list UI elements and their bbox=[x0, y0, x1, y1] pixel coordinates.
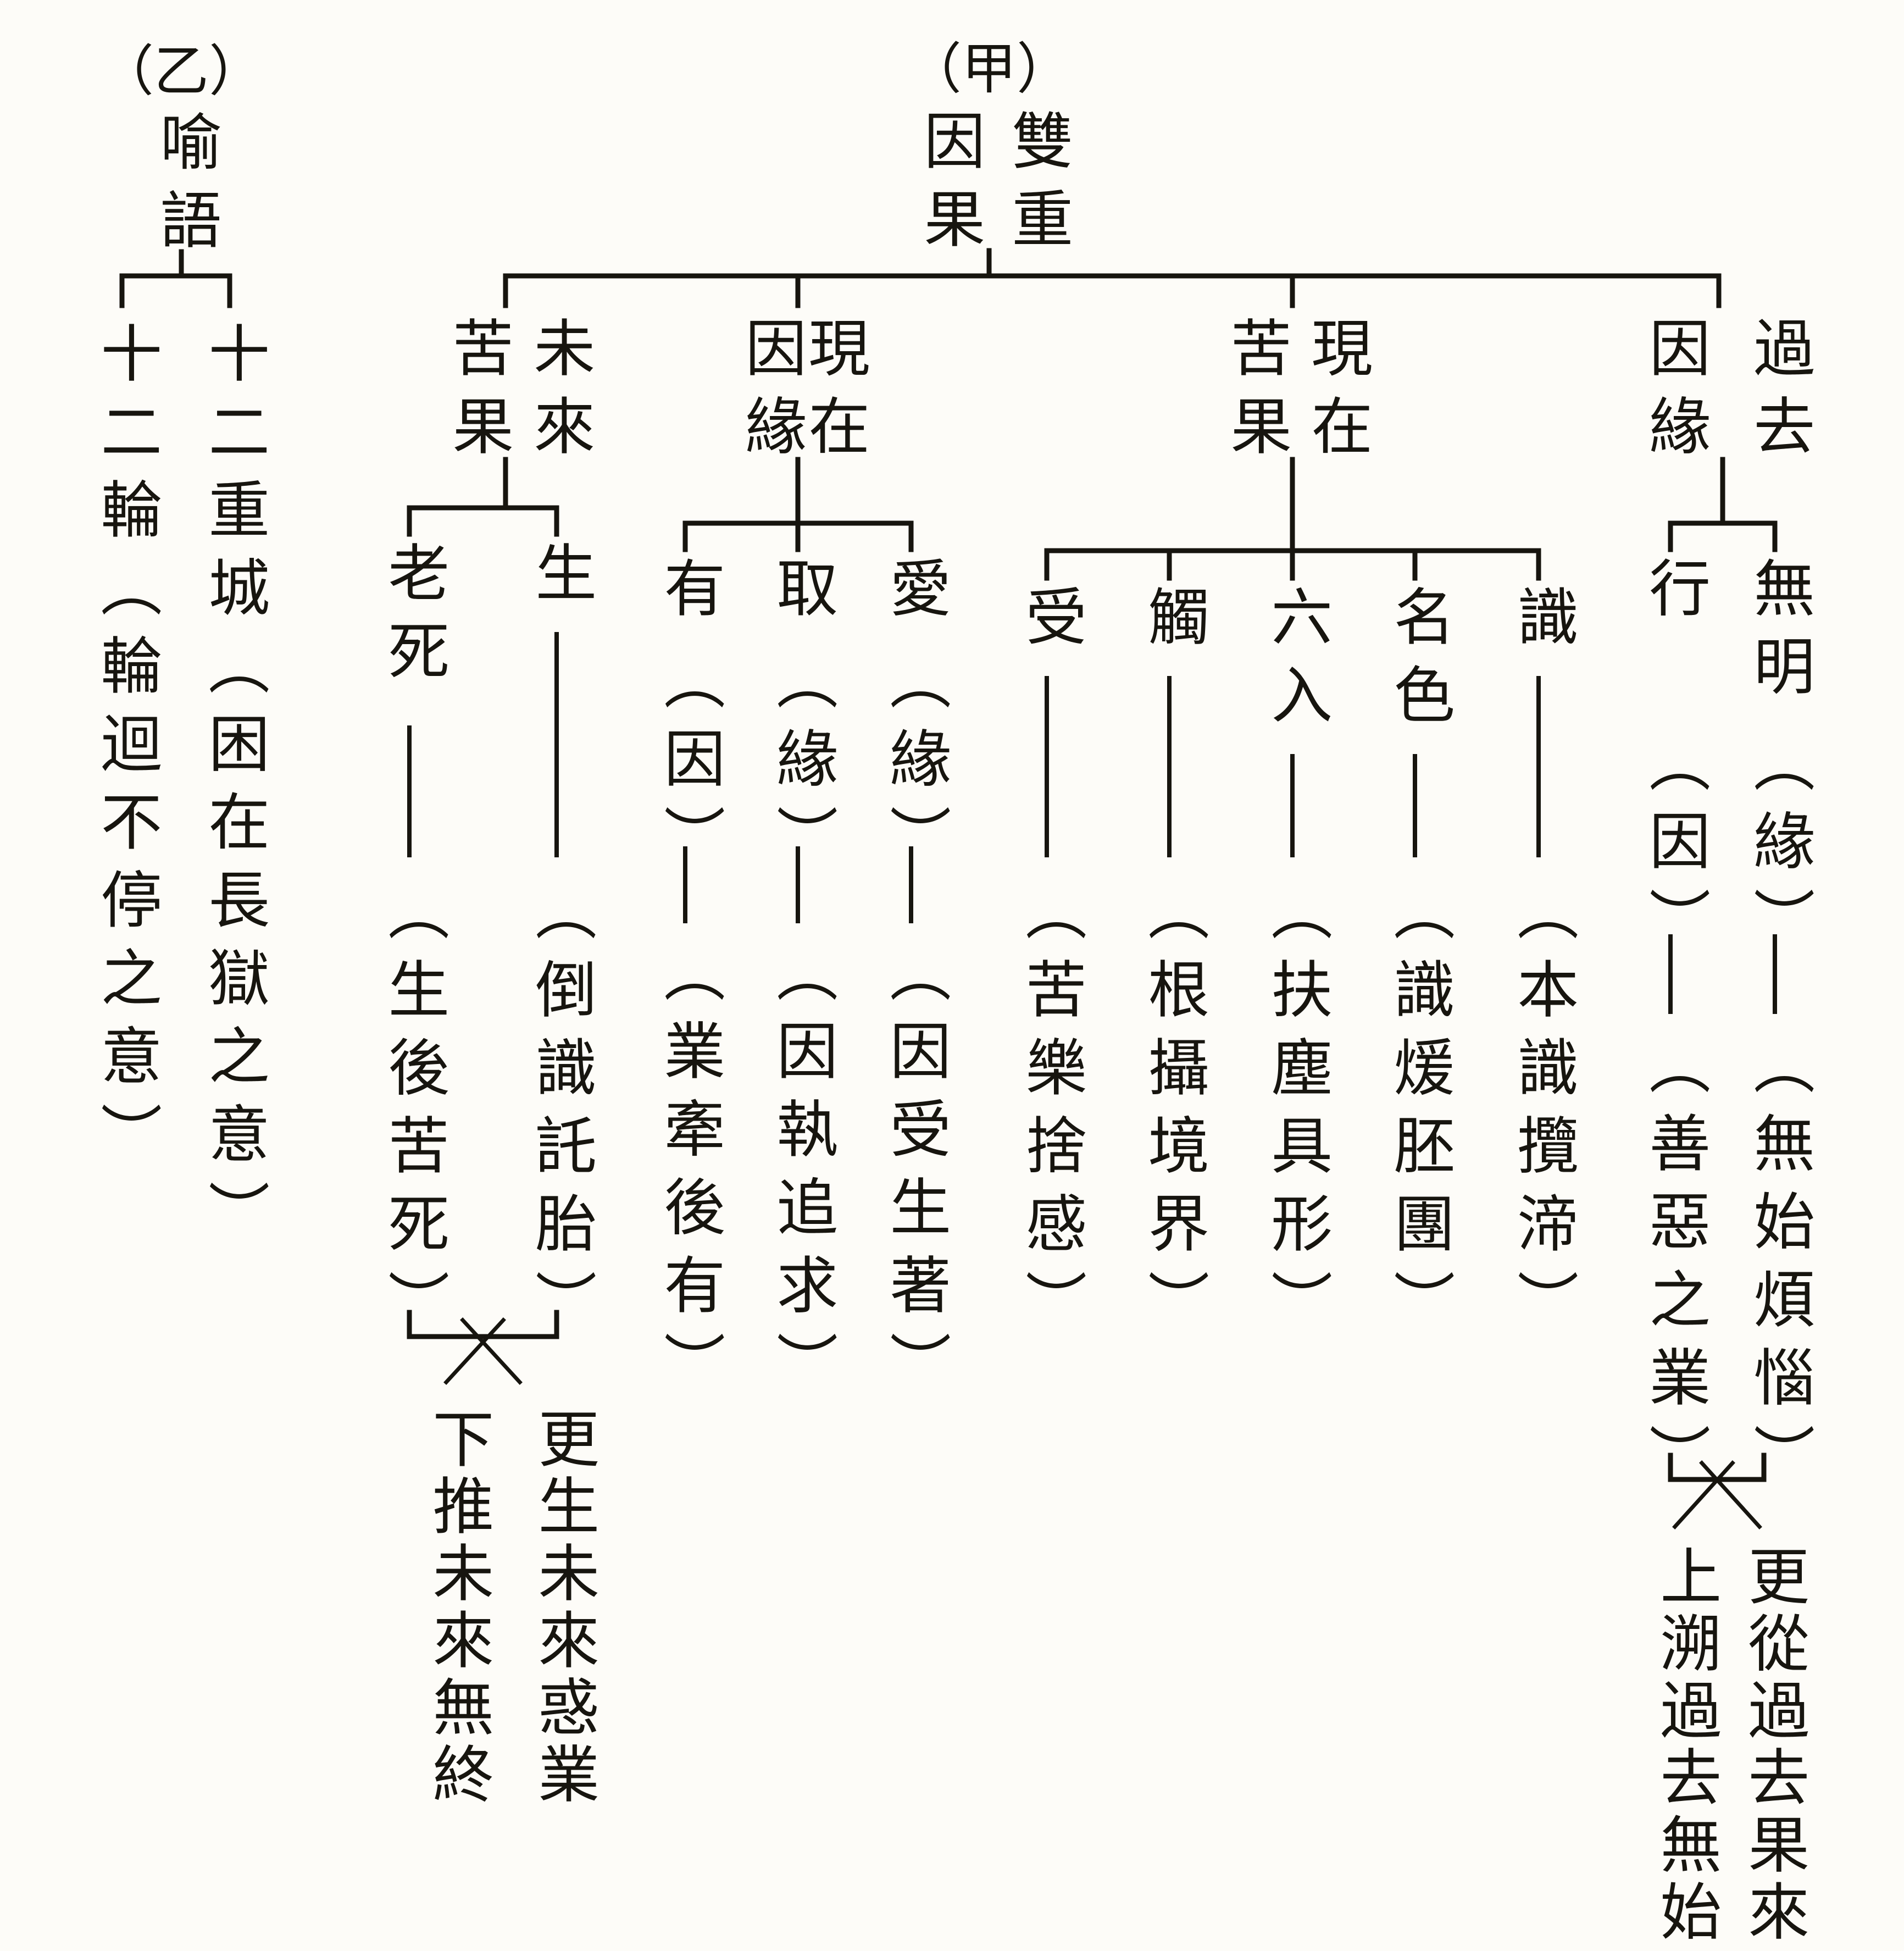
node-volition-qualifier: （因） bbox=[1640, 731, 1708, 965]
future-fruits-merge-bracket bbox=[407, 1310, 559, 1339]
node-contact-annotation: （根攝境界） bbox=[1139, 879, 1207, 1348]
future-fruits-merge-note-right: 更生未來惑業 bbox=[529, 1407, 597, 1809]
connector-dash bbox=[1668, 934, 1673, 1014]
node-six-senses-annotation: （扶塵具形） bbox=[1262, 879, 1330, 1348]
node-becoming-qualifier: （因） bbox=[654, 649, 723, 883]
group-present-fruits-title-left: 苦果 bbox=[1221, 316, 1290, 472]
node-becoming-label: 有 bbox=[654, 556, 723, 634]
jia-section-label: （甲） bbox=[907, 39, 1072, 100]
group-present-causes-title-left: 因緣 bbox=[736, 316, 804, 472]
jia-title-right-col: 雙重 bbox=[1002, 109, 1071, 265]
node-volition-label: 行 bbox=[1640, 556, 1708, 634]
yi-section-title: 喻語 bbox=[151, 110, 219, 266]
connector-dash bbox=[1045, 676, 1049, 857]
past-causes-merge-note-left: 上溯過去無始 bbox=[1651, 1544, 1719, 1947]
node-ignorance-label: 無明 bbox=[1744, 556, 1813, 712]
connector-dash bbox=[407, 725, 412, 857]
jia-main-bracket bbox=[503, 273, 1722, 308]
past-causes-merge-x-leg bbox=[1672, 1460, 1735, 1529]
past-causes-merge-note-right: 更從過去果來 bbox=[1739, 1544, 1807, 1947]
connector-dash bbox=[1290, 754, 1295, 857]
node-becoming-annotation: （業牽後有） bbox=[654, 941, 723, 1409]
connector-dash bbox=[1413, 754, 1417, 857]
node-birth-annotation: （倒識託胎） bbox=[526, 879, 595, 1348]
connector-dash bbox=[1536, 676, 1541, 857]
group-future-fruits-title-right: 未來 bbox=[524, 316, 593, 472]
group-past-causes-title-right: 過去 bbox=[1744, 316, 1813, 472]
connector-dash bbox=[683, 846, 687, 923]
yi-section-label: （乙） bbox=[99, 41, 264, 102]
node-consciousness-annotation: （本識攬渧） bbox=[1508, 879, 1577, 1348]
future-fruits-bracket bbox=[407, 505, 559, 537]
node-consciousness-label: 識 bbox=[1508, 585, 1577, 663]
connector-dash bbox=[1773, 934, 1777, 1014]
yi-bracket bbox=[119, 273, 232, 308]
node-feeling-annotation: （苦樂捨感） bbox=[1016, 879, 1085, 1348]
future-fruits-merge-note-left: 下推未來無終 bbox=[423, 1407, 492, 1809]
node-feeling-label: 受 bbox=[1016, 585, 1085, 663]
connector-dash bbox=[796, 846, 800, 923]
node-birth-label: 生 bbox=[526, 541, 595, 619]
node-contact-label: 觸 bbox=[1139, 585, 1207, 663]
node-ignorance-annotation: （無始煩惱） bbox=[1744, 1033, 1813, 1501]
node-six-senses-label: 六入 bbox=[1262, 585, 1330, 741]
node-craving-label: 愛 bbox=[880, 556, 949, 634]
node-craving-annotation: （因受生著） bbox=[880, 941, 949, 1409]
past-causes-merge-x-leg bbox=[1699, 1460, 1762, 1529]
node-name-form-annotation: （識煖胚團） bbox=[1384, 879, 1453, 1348]
node-aging-death-label: 老死 bbox=[379, 541, 447, 697]
jia-title-left-col: 因果 bbox=[914, 109, 983, 265]
node-grasping-qualifier: （緣） bbox=[767, 649, 836, 883]
node-volition-annotation: （善惡之業） bbox=[1640, 1033, 1708, 1501]
past-causes-bracket bbox=[1668, 520, 1778, 552]
node-ignorance-qualifier: （緣） bbox=[1744, 731, 1813, 965]
group-past-causes-title-left: 因緣 bbox=[1640, 316, 1708, 472]
future-fruits-merge-x-leg bbox=[443, 1317, 506, 1385]
yi-child-twelve-walled-city: 十二重城（困在長獄之意） bbox=[199, 322, 268, 1258]
connector-dash bbox=[909, 846, 913, 923]
yi-child-twelve-wheel: 十二輪（輪迴不停之意） bbox=[91, 322, 160, 1180]
node-grasping-label: 取 bbox=[767, 556, 836, 634]
connector-dash bbox=[1167, 676, 1172, 857]
node-aging-death-annotation: （生後苦死） bbox=[379, 879, 447, 1348]
connector-dash bbox=[554, 632, 559, 857]
group-future-fruits-title-left: 苦果 bbox=[443, 316, 512, 472]
node-grasping-annotation: （因執追求） bbox=[767, 941, 836, 1409]
future-fruits-merge-x-leg bbox=[460, 1317, 523, 1385]
group-present-causes-title-right: 現在 bbox=[799, 316, 868, 472]
group-present-fruits-title-right: 現在 bbox=[1302, 316, 1370, 472]
node-craving-qualifier: （緣） bbox=[880, 649, 949, 883]
node-name-form-label: 名色 bbox=[1384, 585, 1453, 741]
